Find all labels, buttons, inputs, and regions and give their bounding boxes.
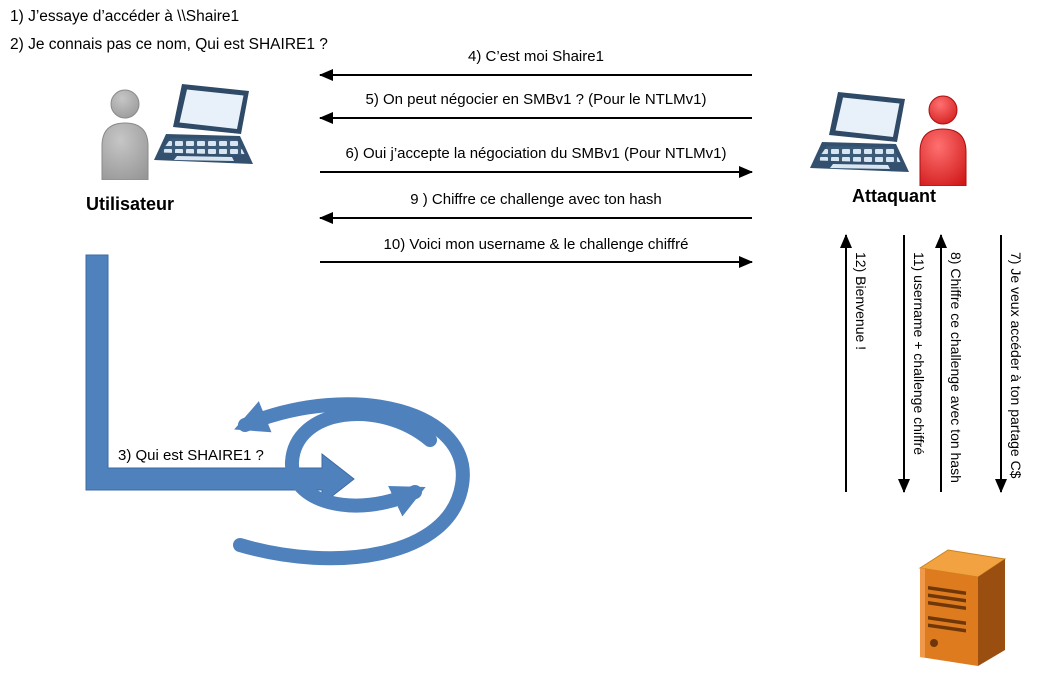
server-icon	[918, 549, 1007, 666]
message-7-label: 7) Je veux accéder à ton partage C$	[1008, 252, 1024, 479]
attacker-label: Attaquant	[852, 186, 936, 206]
intro-line-2: 2) Je connais pas ce nom, Qui est SHAIRE…	[10, 36, 328, 53]
message-12-arrow	[840, 234, 852, 492]
message-8-arrow	[935, 234, 947, 492]
message-9-label: 9 ) Chiffre ce challenge avec ton hash	[410, 191, 662, 208]
elbow-arrow	[85, 254, 355, 506]
message-12-label: 12) Bienvenue !	[853, 252, 869, 351]
message-11-arrow	[898, 235, 910, 493]
message-6-arrow	[320, 166, 753, 178]
intro-line-1: 1) J’essaye d’accéder à \\Shaire1	[10, 8, 240, 25]
message-5-label: 5) On peut négocier en SMBv1 ? (Pour le …	[365, 91, 707, 108]
message-10-label: 10) Voici mon username & le challenge ch…	[383, 236, 689, 253]
message-4-label: 4) C’est moi Shaire1	[468, 48, 604, 65]
user-person-icon	[101, 89, 149, 180]
message-9-arrow	[319, 212, 752, 224]
actor-attacker	[808, 90, 988, 190]
user-laptop-icon	[154, 84, 253, 164]
message-7-arrow	[995, 235, 1007, 493]
loop-arrow-2	[285, 407, 437, 517]
attacker-laptop-icon	[810, 92, 909, 172]
message-6-label: 6) Oui j’accepte la négociation du SMBv1…	[345, 145, 727, 162]
message-8-label: 8) Chiffre ce challenge avec ton hash	[948, 252, 964, 483]
loop-arrow-1	[233, 397, 470, 566]
broadcast-shape	[85, 254, 470, 566]
message-11-label: 11) username + challenge chiffré	[911, 252, 927, 455]
attacker-person-icon	[919, 95, 967, 186]
actor-user	[95, 82, 270, 187]
user-label: Utilisateur	[86, 194, 175, 214]
message-4-arrow	[319, 69, 752, 81]
message-5-arrow	[319, 112, 752, 124]
broadcast-label: 3) Qui est SHAIRE1 ?	[118, 447, 264, 464]
message-10-arrow	[320, 256, 753, 268]
